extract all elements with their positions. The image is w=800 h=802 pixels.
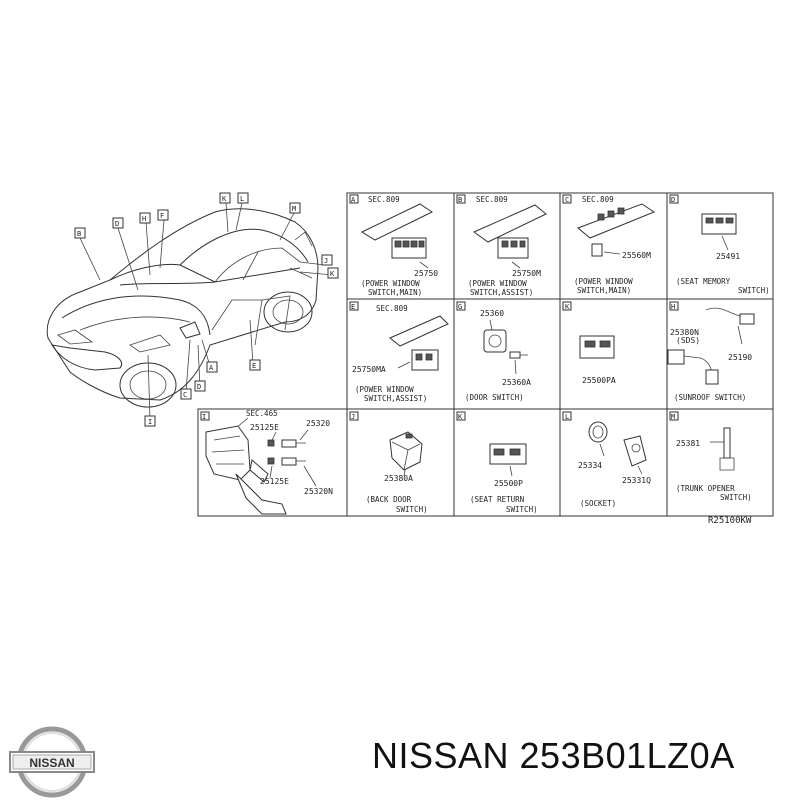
panel-i-part-3: 25125E — [260, 477, 289, 486]
panel-h-letter: H — [671, 303, 675, 311]
panel-d-part-1: 25491 — [716, 252, 740, 261]
logo-text: NISSAN — [29, 756, 74, 770]
panel-a-letter: A — [351, 196, 356, 204]
panel-c: C SEC.809 25560M (POWER WINDOW SWITCH,MA… — [565, 195, 656, 295]
panel-k-part-1: 25500PA — [582, 376, 616, 385]
panel-b-letter: B — [458, 196, 462, 204]
panel-k-upper: K 25500PA — [565, 303, 616, 385]
panel-e: E SEC.809 25750MA (POWER WINDOW SWITCH,A… — [351, 303, 449, 403]
panel-h-part-3: 25190 — [728, 353, 752, 362]
callout-c: C — [183, 391, 187, 399]
panel-a-part-1: 25750 — [414, 269, 438, 278]
panel-e-sec: SEC.809 — [376, 304, 408, 313]
panel-k2-letter: K — [458, 413, 463, 421]
diagram-code: R25100KW — [708, 516, 752, 526]
panel-i-part-2: 25320 — [306, 419, 330, 428]
panel-m-part-1: 25381 — [676, 439, 700, 448]
panel-grid — [197, 192, 774, 517]
panel-m-letter: M — [671, 413, 675, 421]
panel-e-caption-1: (POWER WINDOW — [355, 385, 414, 394]
callout-k2: K — [330, 270, 335, 278]
car-callout-boxes — [74, 192, 339, 427]
panel-g: G 25360 25360A (DOOR SWITCH) — [458, 303, 531, 402]
panel-e-part-1: 25750MA — [352, 365, 386, 374]
panel-d: D 25491 (SEAT MEMORY SWITCH) — [671, 196, 770, 295]
panel-e-letter: E — [351, 303, 355, 311]
panel-k2-part-1: 25500P — [494, 479, 523, 488]
panel-g-part-2: 25360A — [502, 378, 531, 387]
part-number-caption: NISSAN 253B01LZ0A — [372, 735, 735, 776]
panel-i: I SEC.465 25125E 25320 25125E 25320N — [202, 409, 333, 515]
panel-c-sec: SEC.809 — [582, 195, 614, 204]
panel-j-caption-2: SWITCH) — [396, 505, 428, 514]
panel-g-letter: G — [458, 303, 462, 311]
panel-j-letter: J — [351, 413, 355, 421]
car-illustration: B D H F K L M J K A C D E I — [46, 192, 339, 427]
panel-d-letter: D — [671, 196, 675, 204]
callout-i: I — [148, 418, 152, 426]
panel-c-caption-1: (POWER WINDOW — [574, 277, 633, 286]
panel-h: H 25380N (SDS) 25190 (SUNROOF SWITCH) — [667, 303, 755, 402]
panel-l-part-1: 25334 — [578, 461, 602, 470]
callout-e: E — [252, 362, 256, 370]
callout-h: H — [142, 215, 146, 223]
panel-c-part-1: 25560M — [622, 251, 651, 260]
panel-d-caption-1: (SEAT MEMORY — [676, 277, 731, 286]
panel-a-caption-2: SWITCH,MAIN) — [368, 288, 422, 297]
panel-i-letter: I — [202, 413, 206, 421]
panel-a: A SEC.809 25750 (POWER WINDOW SWITCH,MAI… — [351, 195, 438, 297]
callout-b: B — [77, 230, 81, 238]
panel-i-part-1: 25125E — [250, 423, 279, 432]
callout-k: K — [222, 195, 227, 203]
panel-b-part-1: 25750M — [512, 269, 541, 278]
panel-g-caption-1: (DOOR SWITCH) — [465, 393, 524, 402]
panel-i-part-4: 25320N — [304, 487, 333, 496]
panel-b: B SEC.809 25750M (POWER WINDOW SWITCH,AS… — [458, 195, 547, 297]
nissan-logo: NISSAN — [9, 726, 95, 798]
panel-e-caption-2: SWITCH,ASSIST) — [364, 394, 427, 403]
panel-m: M 25381 (TRUNK OPENER SWITCH) — [671, 413, 752, 502]
panel-h-caption-1: (SUNROOF SWITCH) — [674, 393, 746, 402]
panel-j-part-1: 25380A — [384, 474, 413, 483]
panel-g-part-1: 25360 — [480, 309, 504, 318]
callout-f: F — [160, 212, 164, 220]
callout-d: D — [115, 220, 119, 228]
panel-a-caption-1: (POWER WINDOW — [361, 279, 420, 288]
panel-k-letter: K — [565, 303, 570, 311]
panel-a-sec: SEC.809 — [368, 195, 400, 204]
panel-b-caption-2: SWITCH,ASSIST) — [470, 288, 533, 297]
callout-a: A — [209, 364, 214, 372]
callout-m: M — [292, 205, 296, 213]
panel-i-sec: SEC.465 — [246, 409, 278, 418]
panel-k-lower: K 25500P (SEAT RETURN SWITCH) — [458, 413, 538, 514]
panel-j-caption-1: (BACK DOOR — [366, 495, 412, 504]
panel-c-caption-2: SWITCH,MAIN) — [577, 286, 631, 295]
panel-k2-caption-2: SWITCH) — [506, 505, 538, 514]
panel-k2-caption-1: (SEAT RETURN — [470, 495, 524, 504]
panel-l-caption-1: (SOCKET) — [580, 499, 616, 508]
panel-m-caption-1: (TRUNK OPENER — [676, 484, 735, 493]
callout-j: J — [324, 257, 328, 265]
panel-m-caption-2: SWITCH) — [720, 493, 752, 502]
panel-c-letter: C — [565, 196, 569, 204]
panel-b-sec: SEC.809 — [476, 195, 508, 204]
panel-h-part-1: 25380N — [670, 328, 699, 337]
panel-l-letter: L — [565, 413, 569, 421]
panel-h-part-2: (SDS) — [676, 336, 700, 345]
panel-d-caption-2: SWITCH) — [738, 286, 770, 295]
callout-l: L — [240, 195, 244, 203]
panel-j: J 25380A (BACK DOOR SWITCH) — [351, 413, 428, 514]
panel-b-caption-1: (POWER WINDOW — [468, 279, 527, 288]
panel-l-part-2: 25331Q — [622, 476, 651, 485]
callout-d2: D — [197, 383, 201, 391]
panel-letter-boxes — [200, 194, 679, 421]
panel-l: L 25334 25331Q (SOCKET) — [565, 413, 651, 508]
